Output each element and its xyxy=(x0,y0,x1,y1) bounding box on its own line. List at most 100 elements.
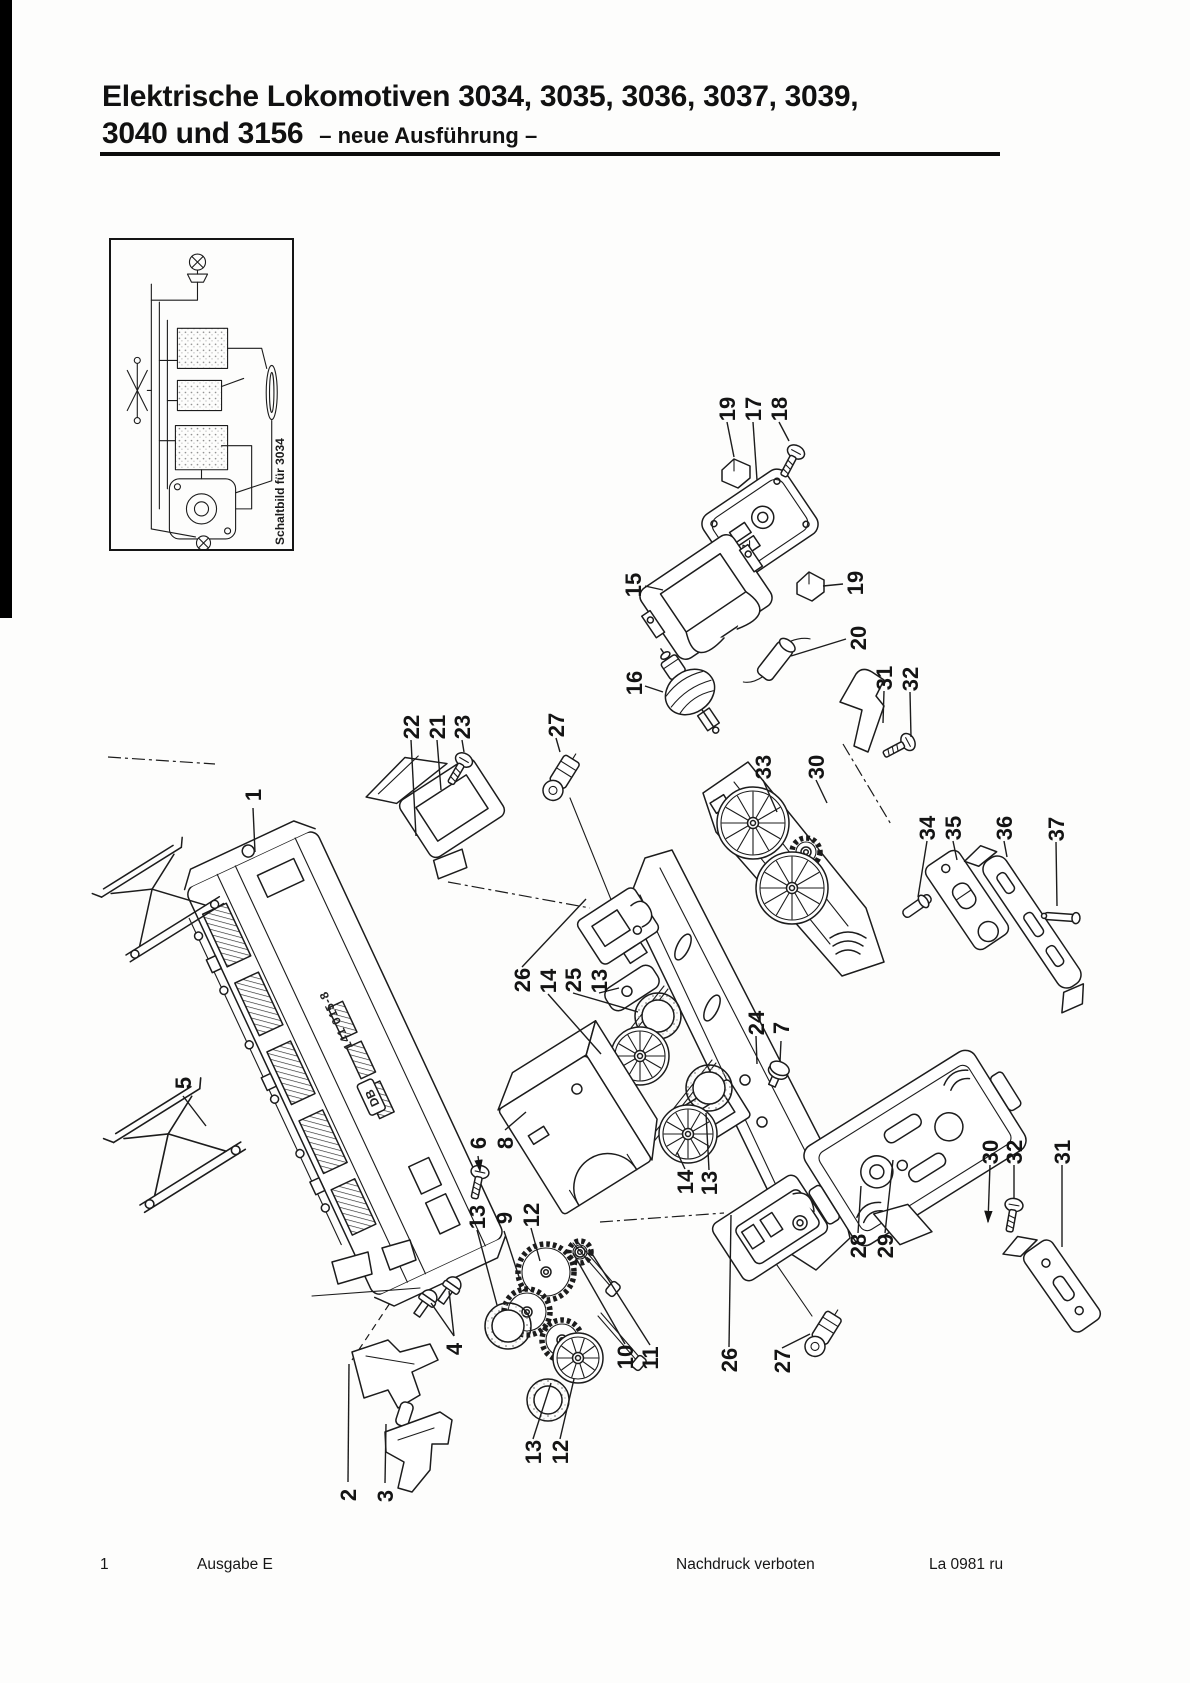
part-callout-18: 18 xyxy=(767,397,792,442)
motor-symbol xyxy=(168,478,237,540)
coupler-ski-3 xyxy=(384,1411,453,1493)
svg-text:24: 24 xyxy=(744,1010,769,1035)
contact-strip-31 xyxy=(839,668,885,753)
lamp-symbol-top xyxy=(186,253,209,283)
svg-text:36: 36 xyxy=(992,816,1017,840)
field-coil xyxy=(639,533,773,661)
svg-text:14: 14 xyxy=(673,1169,698,1194)
svg-text:20: 20 xyxy=(846,626,871,650)
wheel-symbol xyxy=(265,364,278,421)
part-callout-19: 19 xyxy=(715,397,740,458)
part-callout-22: 22 xyxy=(399,715,424,837)
part-callout-13: 13 xyxy=(587,969,620,994)
part-callout-16: 16 xyxy=(622,671,664,695)
svg-text:19: 19 xyxy=(715,397,740,421)
traction-tire-lower xyxy=(526,1378,570,1422)
wiring-schematic-box: Schaltbild für 3034 xyxy=(109,238,294,551)
part-callout-17: 17 xyxy=(741,397,766,481)
svg-text:31: 31 xyxy=(1050,1140,1075,1164)
carbon-brush-19a xyxy=(721,458,751,489)
svg-text:26: 26 xyxy=(717,1348,742,1372)
traction-tire-13c xyxy=(484,1302,532,1350)
svg-text:27: 27 xyxy=(770,1349,795,1373)
svg-text:30: 30 xyxy=(978,1140,1003,1164)
svg-text:7: 7 xyxy=(769,1022,794,1034)
svg-text:14: 14 xyxy=(536,968,561,993)
roof-equipment-strip xyxy=(188,917,342,1246)
pantograph-symbol xyxy=(126,356,148,425)
lamp-holder-upper xyxy=(576,887,660,965)
part-callout-20: 20 xyxy=(790,626,871,657)
bogie-wheel-a xyxy=(716,786,790,860)
svg-text:17: 17 xyxy=(741,397,766,421)
part-callout-24: 24 xyxy=(744,1010,769,1065)
svg-text:12: 12 xyxy=(548,1440,573,1464)
pantograph-lower xyxy=(99,1077,247,1214)
svg-text:26: 26 xyxy=(510,968,535,992)
svg-text:4: 4 xyxy=(442,1342,467,1355)
svg-text:23: 23 xyxy=(450,715,475,739)
bulb-27-lower xyxy=(800,1303,848,1361)
part-callout-37: 37 xyxy=(1044,817,1069,907)
spoked-wheel-14b xyxy=(658,1104,718,1164)
loco-body-shell: 141 015-8 DB xyxy=(183,820,507,1307)
title-numbers: 3040 und 3156 xyxy=(102,117,304,150)
scan-edge-bar xyxy=(0,0,12,618)
bogie-frame-lower xyxy=(803,1049,1027,1247)
part-callout-13: 13 xyxy=(465,1205,498,1306)
svg-text:25: 25 xyxy=(561,968,586,992)
carbon-brush-19b xyxy=(796,571,825,602)
part-callout-13: 13 xyxy=(521,1382,552,1464)
svg-text:9: 9 xyxy=(492,1212,517,1224)
svg-text:1: 1 xyxy=(241,789,266,801)
svg-text:31: 31 xyxy=(872,666,897,690)
part-callout-6: 6 xyxy=(466,1137,491,1173)
part-callout-5: 5 xyxy=(171,1077,207,1127)
gearbox-cover xyxy=(365,755,506,880)
part-callout-13: 13 xyxy=(697,1112,722,1195)
part-callout-27: 27 xyxy=(544,713,569,753)
db-logo: DB xyxy=(362,1087,382,1109)
part-callout-1: 1 xyxy=(241,789,266,853)
armature xyxy=(660,648,721,734)
title-line-2: 3040 und 3156– neue Ausführung – xyxy=(102,115,1012,154)
footer-edition: Ausgabe E xyxy=(197,1556,273,1573)
svg-text:34: 34 xyxy=(915,815,940,840)
part-callout-31: 31 xyxy=(872,666,897,724)
part-callout-2: 2 xyxy=(336,1363,361,1501)
lamp-holder-lower xyxy=(711,1174,829,1282)
svg-text:19: 19 xyxy=(843,571,868,595)
part-callout-32: 32 xyxy=(898,667,923,738)
part-callout-9: 9 xyxy=(492,1212,521,1281)
part-callout-36: 36 xyxy=(992,816,1017,858)
svg-text:13: 13 xyxy=(587,969,612,993)
cab-front xyxy=(311,1239,421,1297)
svg-text:13: 13 xyxy=(521,1440,546,1464)
part-callout-19: 19 xyxy=(822,571,868,595)
screw-32-upper xyxy=(879,730,919,764)
lamp-symbol-bottom xyxy=(195,535,212,549)
part-callout-14: 14 xyxy=(536,968,602,1055)
svg-text:15: 15 xyxy=(621,573,646,597)
part-callout-10: 10 xyxy=(572,1252,638,1369)
svg-text:29: 29 xyxy=(873,1234,898,1258)
title-line-1: Elektrische Lokomotiven 3034, 3035, 3036… xyxy=(102,80,859,113)
coupler-bracket-2 xyxy=(351,1339,439,1428)
screw-32-lower xyxy=(999,1196,1025,1234)
svg-text:10: 10 xyxy=(613,1345,638,1369)
part-callout-21: 21 xyxy=(425,715,450,791)
bogie-wheel-b xyxy=(755,851,829,925)
svg-text:27: 27 xyxy=(544,713,569,737)
part-callout-26: 26 xyxy=(510,898,587,992)
axle-pin-37 xyxy=(1040,911,1081,925)
part-callout-4: 4 xyxy=(430,1290,467,1355)
wiring-schematic: Schaltbild für 3034 xyxy=(126,253,287,549)
part-callout-31: 31 xyxy=(1050,1140,1075,1247)
part-callout-30: 30 xyxy=(978,1140,1003,1224)
svg-text:12: 12 xyxy=(519,1203,544,1227)
svg-text:2: 2 xyxy=(336,1489,361,1501)
footer-page-number: 1 xyxy=(100,1556,109,1573)
svg-text:8: 8 xyxy=(493,1137,518,1149)
svg-text:35: 35 xyxy=(941,816,966,840)
